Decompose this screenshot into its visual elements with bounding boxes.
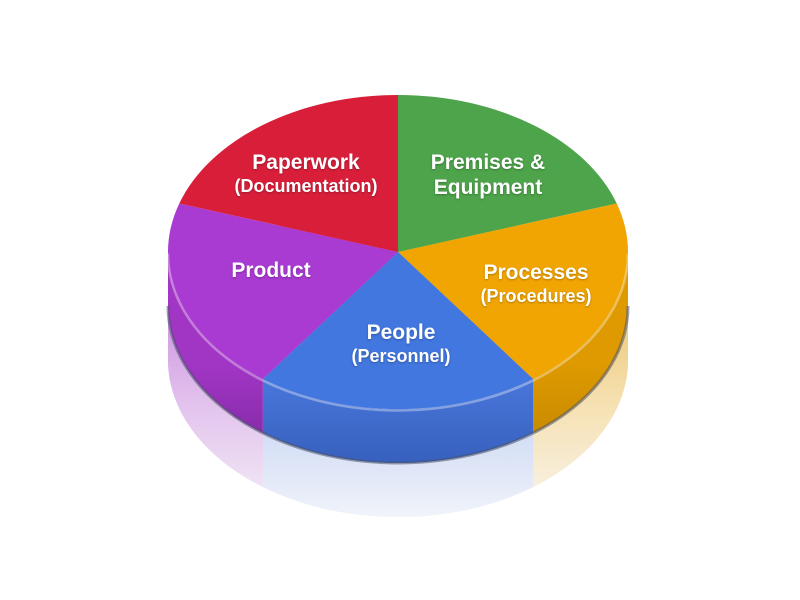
reflection-rim-processes <box>533 306 628 488</box>
rim-top-highlight <box>166 253 630 412</box>
pie-rim-layer <box>166 252 630 465</box>
pie-slice-paperwork <box>179 94 398 252</box>
reflection-rim-people <box>262 433 534 518</box>
pie-slice-premises-equipment <box>398 95 617 252</box>
pie-slice-rim-processes <box>533 252 628 434</box>
pie-slice-processes <box>398 203 629 380</box>
rim-bottom-edge <box>166 305 630 465</box>
pie-slice-product <box>167 203 398 380</box>
pie-slice-people <box>262 252 534 410</box>
reflection-rim-product <box>168 306 263 488</box>
pie-slice-rim-people <box>262 379 534 464</box>
pie-top-layer <box>167 94 629 410</box>
pie-slice-rim-product <box>168 252 263 434</box>
